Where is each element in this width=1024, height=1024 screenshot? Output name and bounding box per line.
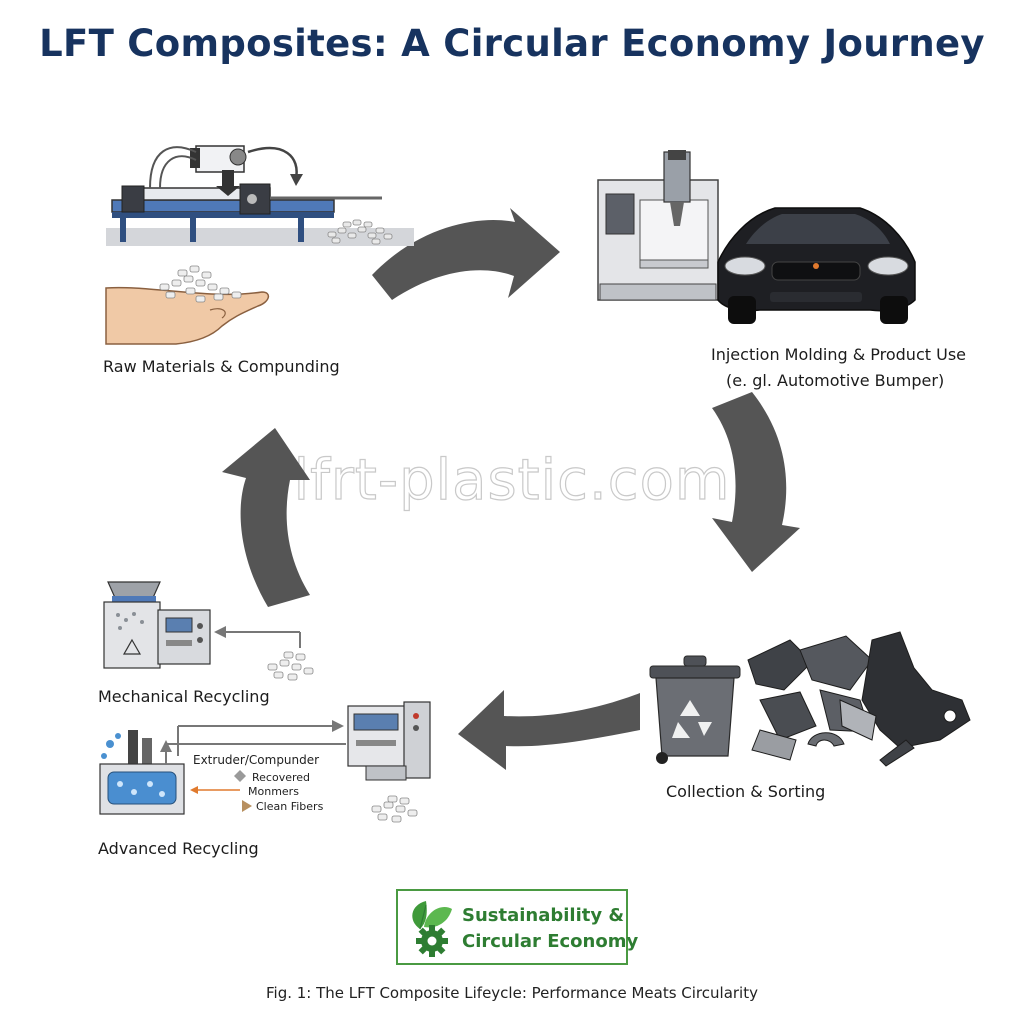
page-title: LFT Composites: A Circular Economy Journ… — [39, 22, 985, 65]
watermark-text: lfrt-plastic.com — [293, 447, 731, 513]
recovered-label: Recovered — [252, 771, 311, 784]
stage-label-raw: Raw Materials & Compunding — [103, 357, 340, 376]
figure-caption: Fig. 1: The LFT Composite Lifeycle: Perf… — [266, 984, 758, 1002]
recycling-reactor-icon — [99, 730, 185, 815]
arrow-collection-to-recycling — [458, 690, 640, 770]
fibers-label: Clean Fibers — [256, 800, 324, 813]
arrow-recycling-to-raw — [222, 428, 310, 607]
stage-label-advanced: Advanced Recycling — [98, 839, 259, 858]
badge-text: Sustainability & Circular Economy — [462, 903, 638, 955]
arrow-molding-to-collection — [712, 392, 800, 572]
injection-molding-machine-icon — [597, 150, 719, 301]
stage-label-molding: Injection Molding & Product Use — [711, 345, 966, 364]
hand-icon — [105, 265, 270, 345]
stage-label-collection: Collection & Sorting — [666, 782, 826, 801]
compounding-machine-icon — [106, 145, 414, 246]
pellets-icon — [327, 219, 393, 245]
shredder-icon — [103, 581, 211, 669]
arrow-raw-to-molding — [372, 208, 560, 300]
monomers-label: Monmers — [248, 785, 299, 798]
badge-line-2: Circular Economy — [462, 931, 639, 952]
sustainability-badge: Sustainability & Circular Economy — [396, 889, 638, 965]
badge-line-1: Sustainability & — [462, 905, 625, 926]
extruder-icon — [347, 701, 431, 781]
scrap-parts-icon — [747, 631, 971, 767]
leaf-gear-icon — [412, 901, 452, 957]
recycle-bin-icon — [649, 655, 741, 764]
car-icon — [717, 207, 916, 324]
stage-label-molding-example: (e. gl. Automotive Bumper) — [726, 371, 945, 390]
stage-label-mechanical: Mechanical Recycling — [98, 687, 270, 706]
pellets-icon — [267, 651, 314, 681]
pellets-icon — [371, 795, 418, 823]
extruder-label: Extruder/Compunder — [193, 753, 320, 767]
